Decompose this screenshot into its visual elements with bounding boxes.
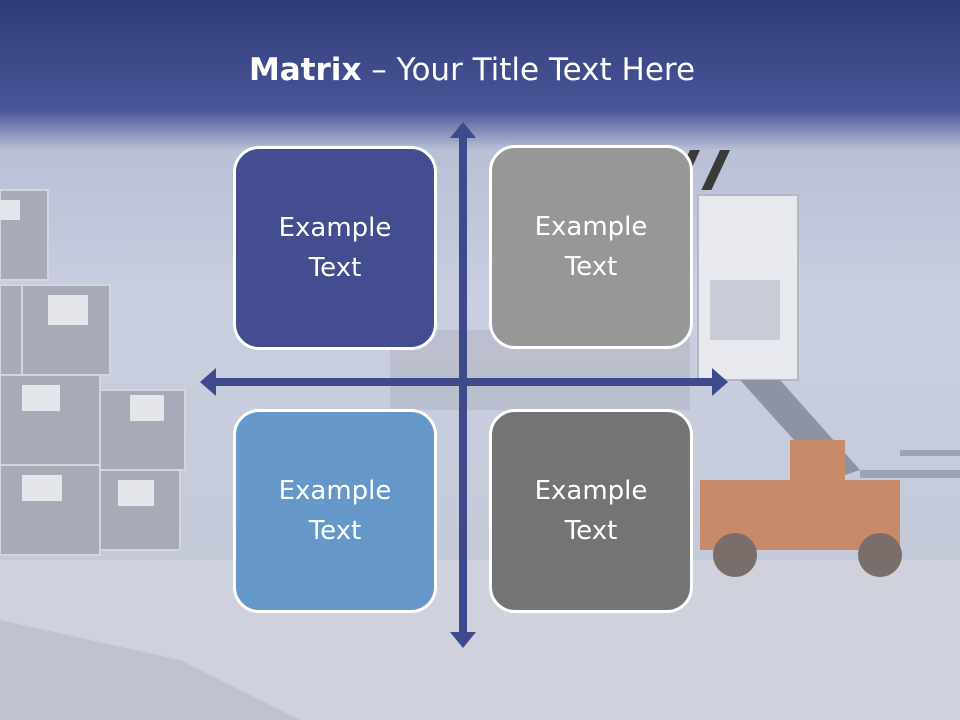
quadrant-text: Example Text [534,212,648,282]
quadrant-top-left[interactable]: Example Text [233,146,437,350]
slide-title: Matrix – Your Title Text Here [0,50,944,90]
quadrant-bottom-right[interactable]: Example Text [489,409,693,613]
quadrant-text: Example Text [278,213,392,283]
horizontal-axis [212,378,715,386]
quadrant-top-right[interactable]: Example Text [489,145,693,349]
left-arrowhead-icon [200,368,216,396]
quadrant-text: Example Text [534,476,648,546]
title-bold: Matrix [248,52,362,88]
down-arrowhead-icon [450,632,476,648]
title-rest: – Your Title Text Here [361,52,696,88]
up-arrowhead-icon [450,122,476,138]
quadrant-text: Example Text [278,476,392,546]
right-arrowhead-icon [712,368,728,396]
quadrant-bottom-left[interactable]: Example Text [233,409,437,613]
